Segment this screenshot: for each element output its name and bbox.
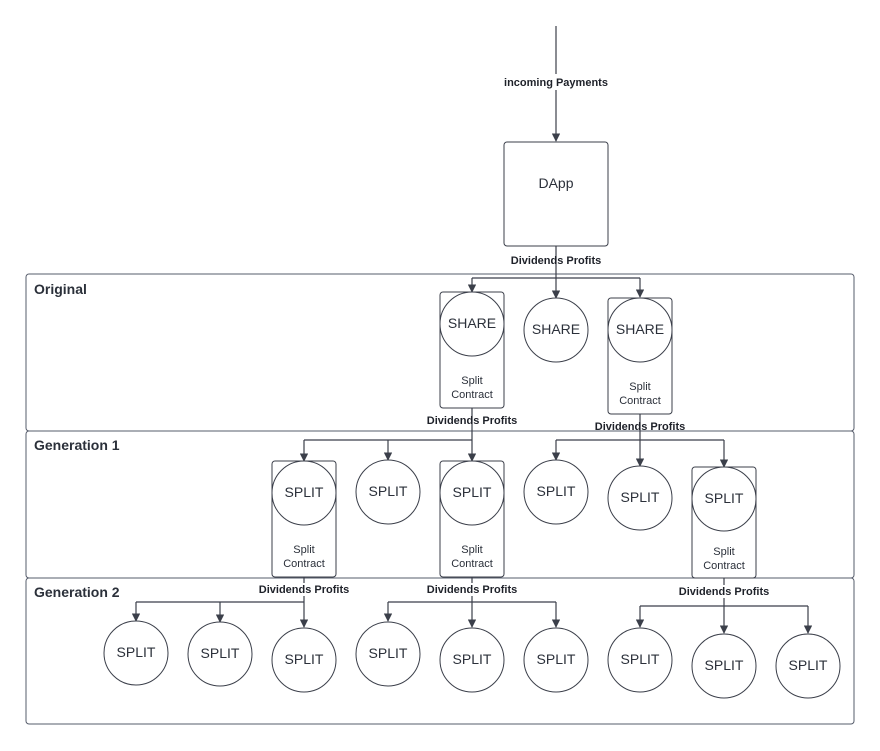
- split-contract-gen1-b: SPLIT Split Contract: [439, 460, 505, 578]
- split-contract-line2: Contract: [283, 558, 325, 570]
- gen2-group-c-edges: Dividends Profits: [635, 578, 813, 634]
- split-node: SPLIT: [607, 465, 673, 531]
- split-contract-line2: Contract: [451, 558, 493, 570]
- split-node: SPLIT: [775, 633, 841, 699]
- share-node: SHARE: [523, 297, 589, 363]
- dividends-profits-label: Dividends Profits: [427, 584, 517, 596]
- split-label: SPLIT: [705, 490, 744, 506]
- split-node: SPLIT: [271, 627, 337, 693]
- incoming-payments-edge: incoming Payments: [500, 26, 612, 142]
- lane-title-original: Original: [34, 281, 87, 297]
- split-label: SPLIT: [453, 651, 492, 667]
- share-label: SHARE: [616, 321, 664, 337]
- split-label: SPLIT: [369, 483, 408, 499]
- dapp-node: DApp: [503, 141, 609, 247]
- gen1-left-edges: Dividends Profits: [299, 408, 517, 462]
- split-label: SPLIT: [285, 484, 324, 500]
- dapp-label: DApp: [538, 175, 573, 191]
- split-contract-line2: Contract: [703, 560, 745, 572]
- split-contract-line1: Split: [461, 375, 482, 387]
- split-contract-line2: Contract: [451, 389, 493, 401]
- share-split-contract-1: SHARE Split Contract: [439, 291, 505, 409]
- lane-title-generation-1: Generation 1: [34, 437, 120, 453]
- split-label: SPLIT: [705, 657, 744, 673]
- share-label: SHARE: [448, 315, 496, 331]
- split-node: SPLIT: [355, 621, 421, 687]
- share-label: SHARE: [532, 321, 580, 337]
- split-contract-gen1-a: SPLIT Split Contract: [271, 460, 337, 578]
- split-contract-line1: Split: [713, 546, 734, 558]
- split-node: SPLIT: [187, 621, 253, 687]
- split-node: SPLIT: [691, 633, 757, 699]
- incoming-payments-label: incoming Payments: [504, 77, 608, 89]
- split-label: SPLIT: [369, 645, 408, 661]
- dividends-profits-label: Dividends Profits: [511, 255, 601, 267]
- split-node: SPLIT: [103, 620, 169, 686]
- dividends-profits-label: Dividends Profits: [259, 584, 349, 596]
- split-label: SPLIT: [537, 483, 576, 499]
- dividends-profits-label: Dividends Profits: [427, 415, 517, 427]
- share-split-contract-2: SHARE Split Contract: [607, 297, 673, 415]
- split-node: SPLIT: [607, 627, 673, 693]
- split-label: SPLIT: [285, 651, 324, 667]
- split-label: SPLIT: [201, 645, 240, 661]
- split-label: SPLIT: [621, 489, 660, 505]
- gen2-group-b-edges: Dividends Profits: [383, 577, 561, 628]
- split-contract-line1: Split: [461, 544, 482, 556]
- split-label: SPLIT: [789, 657, 828, 673]
- split-node: SPLIT: [523, 459, 589, 525]
- split-label: SPLIT: [453, 484, 492, 500]
- dividends-profits-label: Dividends Profits: [679, 586, 769, 598]
- dapp-dividends-edges: Dividends Profits: [467, 246, 645, 299]
- split-node: SPLIT: [439, 627, 505, 693]
- split-contract-line2: Contract: [619, 395, 661, 407]
- split-node: SPLIT: [355, 459, 421, 525]
- split-contract-line1: Split: [629, 381, 650, 393]
- split-label: SPLIT: [537, 651, 576, 667]
- split-contract-line1: Split: [293, 544, 314, 556]
- split-label: SPLIT: [621, 651, 660, 667]
- split-label: SPLIT: [117, 644, 156, 660]
- split-node: SPLIT: [523, 627, 589, 693]
- gen1-right-edges: Dividends Profits: [551, 414, 729, 468]
- split-contract-gen1-c: SPLIT Split Contract: [691, 466, 757, 579]
- dividends-profits-label: Dividends Profits: [595, 421, 685, 433]
- lane-title-generation-2: Generation 2: [34, 584, 120, 600]
- gen2-group-a-edges: Dividends Profits: [131, 577, 354, 628]
